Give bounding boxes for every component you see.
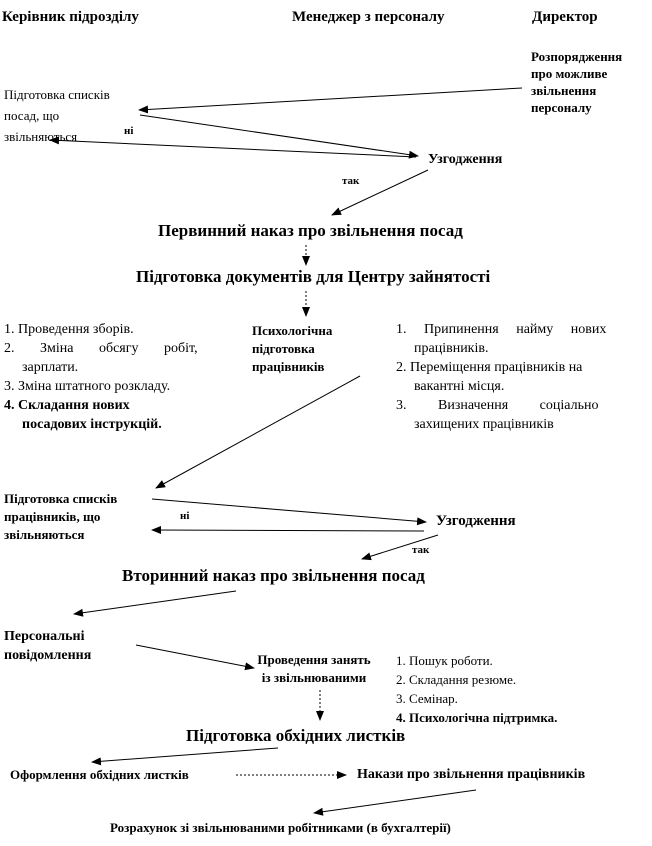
arrow-agreement-2-no [151, 526, 425, 535]
prep-positions-line: посад, що [4, 108, 60, 123]
prep-positions-line: Підготовка списків [4, 87, 110, 102]
left-list-item: 2. Зміна обсягу робіт, [4, 341, 198, 356]
classes-list-item: 4. Психологічна підтримка. [396, 710, 558, 725]
left-list-item: 3. Зміна штатного розкладу. [4, 379, 171, 394]
fill-sheets-node: Оформлення обхідних листків [10, 767, 189, 782]
arrow-secondary-to-notices [73, 590, 237, 617]
left-list-item: 1. Проведення зборів. [4, 322, 134, 337]
primary-order-node: Первинний наказ про звільнення посад [158, 221, 463, 240]
classes-list-item: 1. Пошук роботи. [396, 653, 493, 668]
classes-node: Проведення занять із звільнюваними [248, 651, 380, 687]
arrow-notices-to-classes [135, 644, 255, 671]
header-hr-manager: Менеджер з персоналу [292, 9, 445, 25]
right-list-item: 1. Припинення найму нових [396, 322, 607, 337]
arrow-checkout-to-fill [91, 747, 279, 766]
arrow-director-to-prep [138, 87, 523, 114]
settlement-node: Розрахунок зі звільнюваними робітниками … [110, 820, 451, 835]
docs-employment-node: Підготовка документів для Центру зайнято… [136, 267, 491, 286]
arrow-agreement-2-yes [361, 534, 439, 561]
agreement-node-2: Узгодження [436, 513, 516, 529]
arrow-orders-to-settlement [313, 789, 477, 816]
director-order-box: Розпорядження про можливе звільнення пер… [531, 48, 652, 118]
yes-label-2: так [412, 544, 430, 556]
personal-notices-line: повідомлення [4, 648, 92, 663]
arrow-prep-to-agreement-1 [139, 114, 419, 159]
director-order-line: звільнення [531, 83, 597, 98]
left-list-item: 4. Складання нових [4, 398, 130, 413]
right-list-item: працівників. [414, 341, 489, 356]
personal-notices-node: Персональні повідомлення [4, 627, 91, 665]
psych-prep-line: працівників [252, 359, 325, 374]
classes-list: 1. Пошук роботи. 2. Складання резюме. 3.… [396, 651, 557, 727]
header-head-of-unit: Керівник підрозділу [2, 9, 139, 25]
director-order-line: персоналу [531, 100, 592, 115]
classes-line: із звільнюваними [261, 670, 367, 685]
arrow-psych-to-prep-workers [155, 375, 361, 489]
arrow-agreement-1-no [49, 136, 417, 158]
no-label-1: ні [124, 125, 134, 137]
right-list-item: 2. Переміщення працівників на [396, 360, 583, 375]
left-list-item: посадових інструкцій. [22, 417, 162, 432]
left-list: 1. Проведення зборів. 2. Зміна обсягу ро… [4, 320, 226, 438]
right-list: 1. Припинення найму нових працівників. 2… [396, 320, 636, 432]
psych-prep-line: Психологічна [252, 323, 333, 338]
arrow-prep-workers-to-agreement-2 [151, 498, 427, 526]
right-list-item: вакантні місця. [414, 379, 505, 394]
director-order-line: про можливе [531, 66, 608, 81]
psych-prep-line: підготовка [252, 341, 315, 356]
arrow-agreement-1-yes [331, 169, 429, 216]
right-list-item: 3. Визначення соціально [396, 398, 599, 413]
prep-workers-line: Підготовка списків [4, 491, 118, 506]
no-label-2: ні [180, 510, 190, 522]
dismissal-orders-node: Накази про звільнення працівників [357, 767, 586, 782]
prep-workers-line: працівників, що [4, 509, 101, 524]
classes-line: Проведення занять [257, 652, 371, 667]
right-list-item: захищених працівників [414, 417, 554, 432]
psych-prep-node: Психологічна підготовка працівників [252, 322, 332, 376]
prep-workers-node: Підготовка списків працівників, що звіль… [4, 490, 117, 544]
agreement-node-1: Узгодження [428, 152, 503, 167]
classes-list-item: 2. Складання резюме. [396, 672, 517, 687]
header-director: Директор [532, 9, 598, 25]
classes-list-item: 3. Семінар. [396, 691, 458, 706]
yes-label-1: так [342, 175, 360, 187]
director-order-line: Розпорядження [531, 49, 623, 64]
personal-notices-line: Персональні [4, 629, 85, 644]
secondary-order-node: Вторинний наказ про звільнення посад [122, 566, 425, 585]
left-list-item: зарплати. [22, 360, 79, 375]
checkout-sheets-node: Підготовка обхідних листків [186, 726, 406, 745]
prep-workers-line: звільняються [4, 527, 85, 542]
